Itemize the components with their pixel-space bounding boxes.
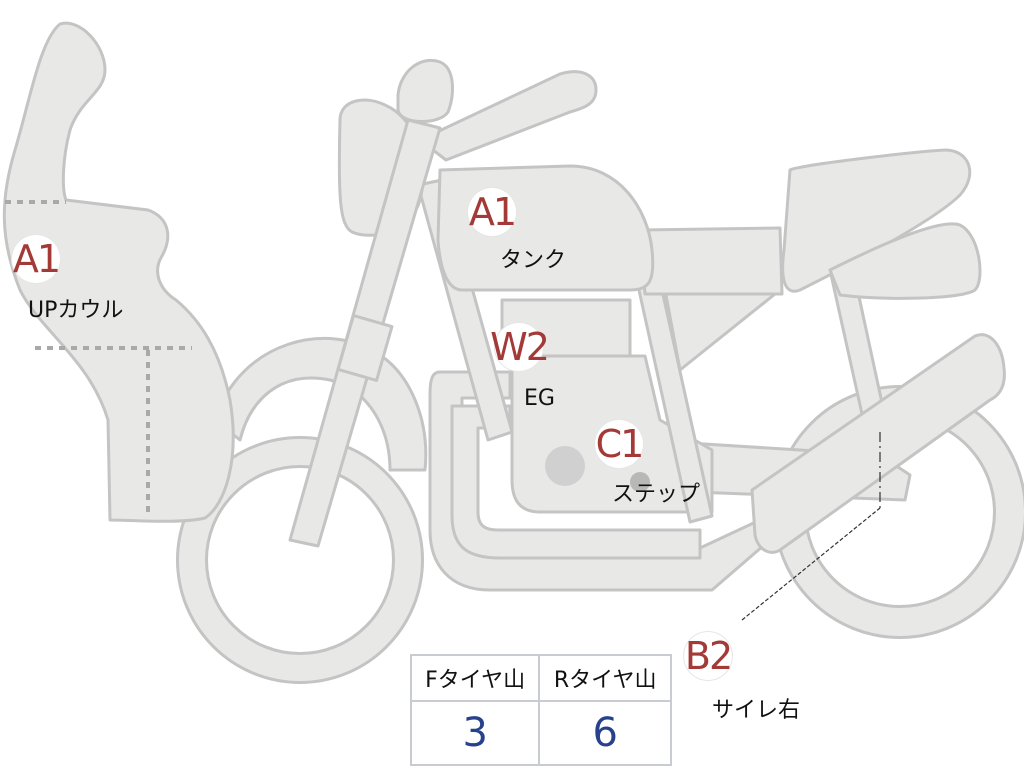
grade-text: C1 <box>595 422 645 466</box>
grade-badge-step: C1 <box>595 420 645 468</box>
part-label-upcowl: UPカウル <box>28 298 124 323</box>
grade-badge-tank: A1 <box>468 188 517 236</box>
part-label-engine: EG <box>524 386 555 411</box>
grade-text: A1 <box>12 237 61 281</box>
silencer <box>750 333 1006 554</box>
rear-tire-header: Rタイヤ山 <box>538 654 672 702</box>
seat-front <box>638 226 784 296</box>
seat-rear <box>781 148 972 293</box>
handlebar <box>396 59 454 123</box>
rear-tire-value: 6 <box>538 700 672 766</box>
part-label-step: ステップ <box>612 482 701 507</box>
part-label-silencer-right: サイレ右 <box>712 698 801 723</box>
frame-tube-top <box>418 70 598 162</box>
grade-text: B2 <box>684 634 733 678</box>
fork-clamp <box>336 314 394 382</box>
grade-text: A1 <box>468 190 517 234</box>
grade-text: W2 <box>490 325 550 369</box>
upper-cowl <box>2 21 235 523</box>
exhaust-pipe-inner <box>450 404 702 560</box>
tail-cowl <box>828 222 982 300</box>
front-tire-value: 3 <box>409 700 541 766</box>
part-label-tank: タンク <box>500 248 567 273</box>
grade-badge-silencer-right: B2 <box>684 632 733 680</box>
grade-badge-engine: W2 <box>490 323 550 371</box>
front-tire-header: Fタイヤ山 <box>409 654 541 702</box>
grade-badge-upcowl: A1 <box>12 235 61 283</box>
step-peg-1 <box>630 472 650 492</box>
front-wheel-tire <box>179 439 421 681</box>
side-cover <box>663 288 782 372</box>
engine-cover <box>545 446 585 486</box>
tire-tread-table: Fタイヤ山 Rタイヤ山 3 6 <box>409 654 672 766</box>
